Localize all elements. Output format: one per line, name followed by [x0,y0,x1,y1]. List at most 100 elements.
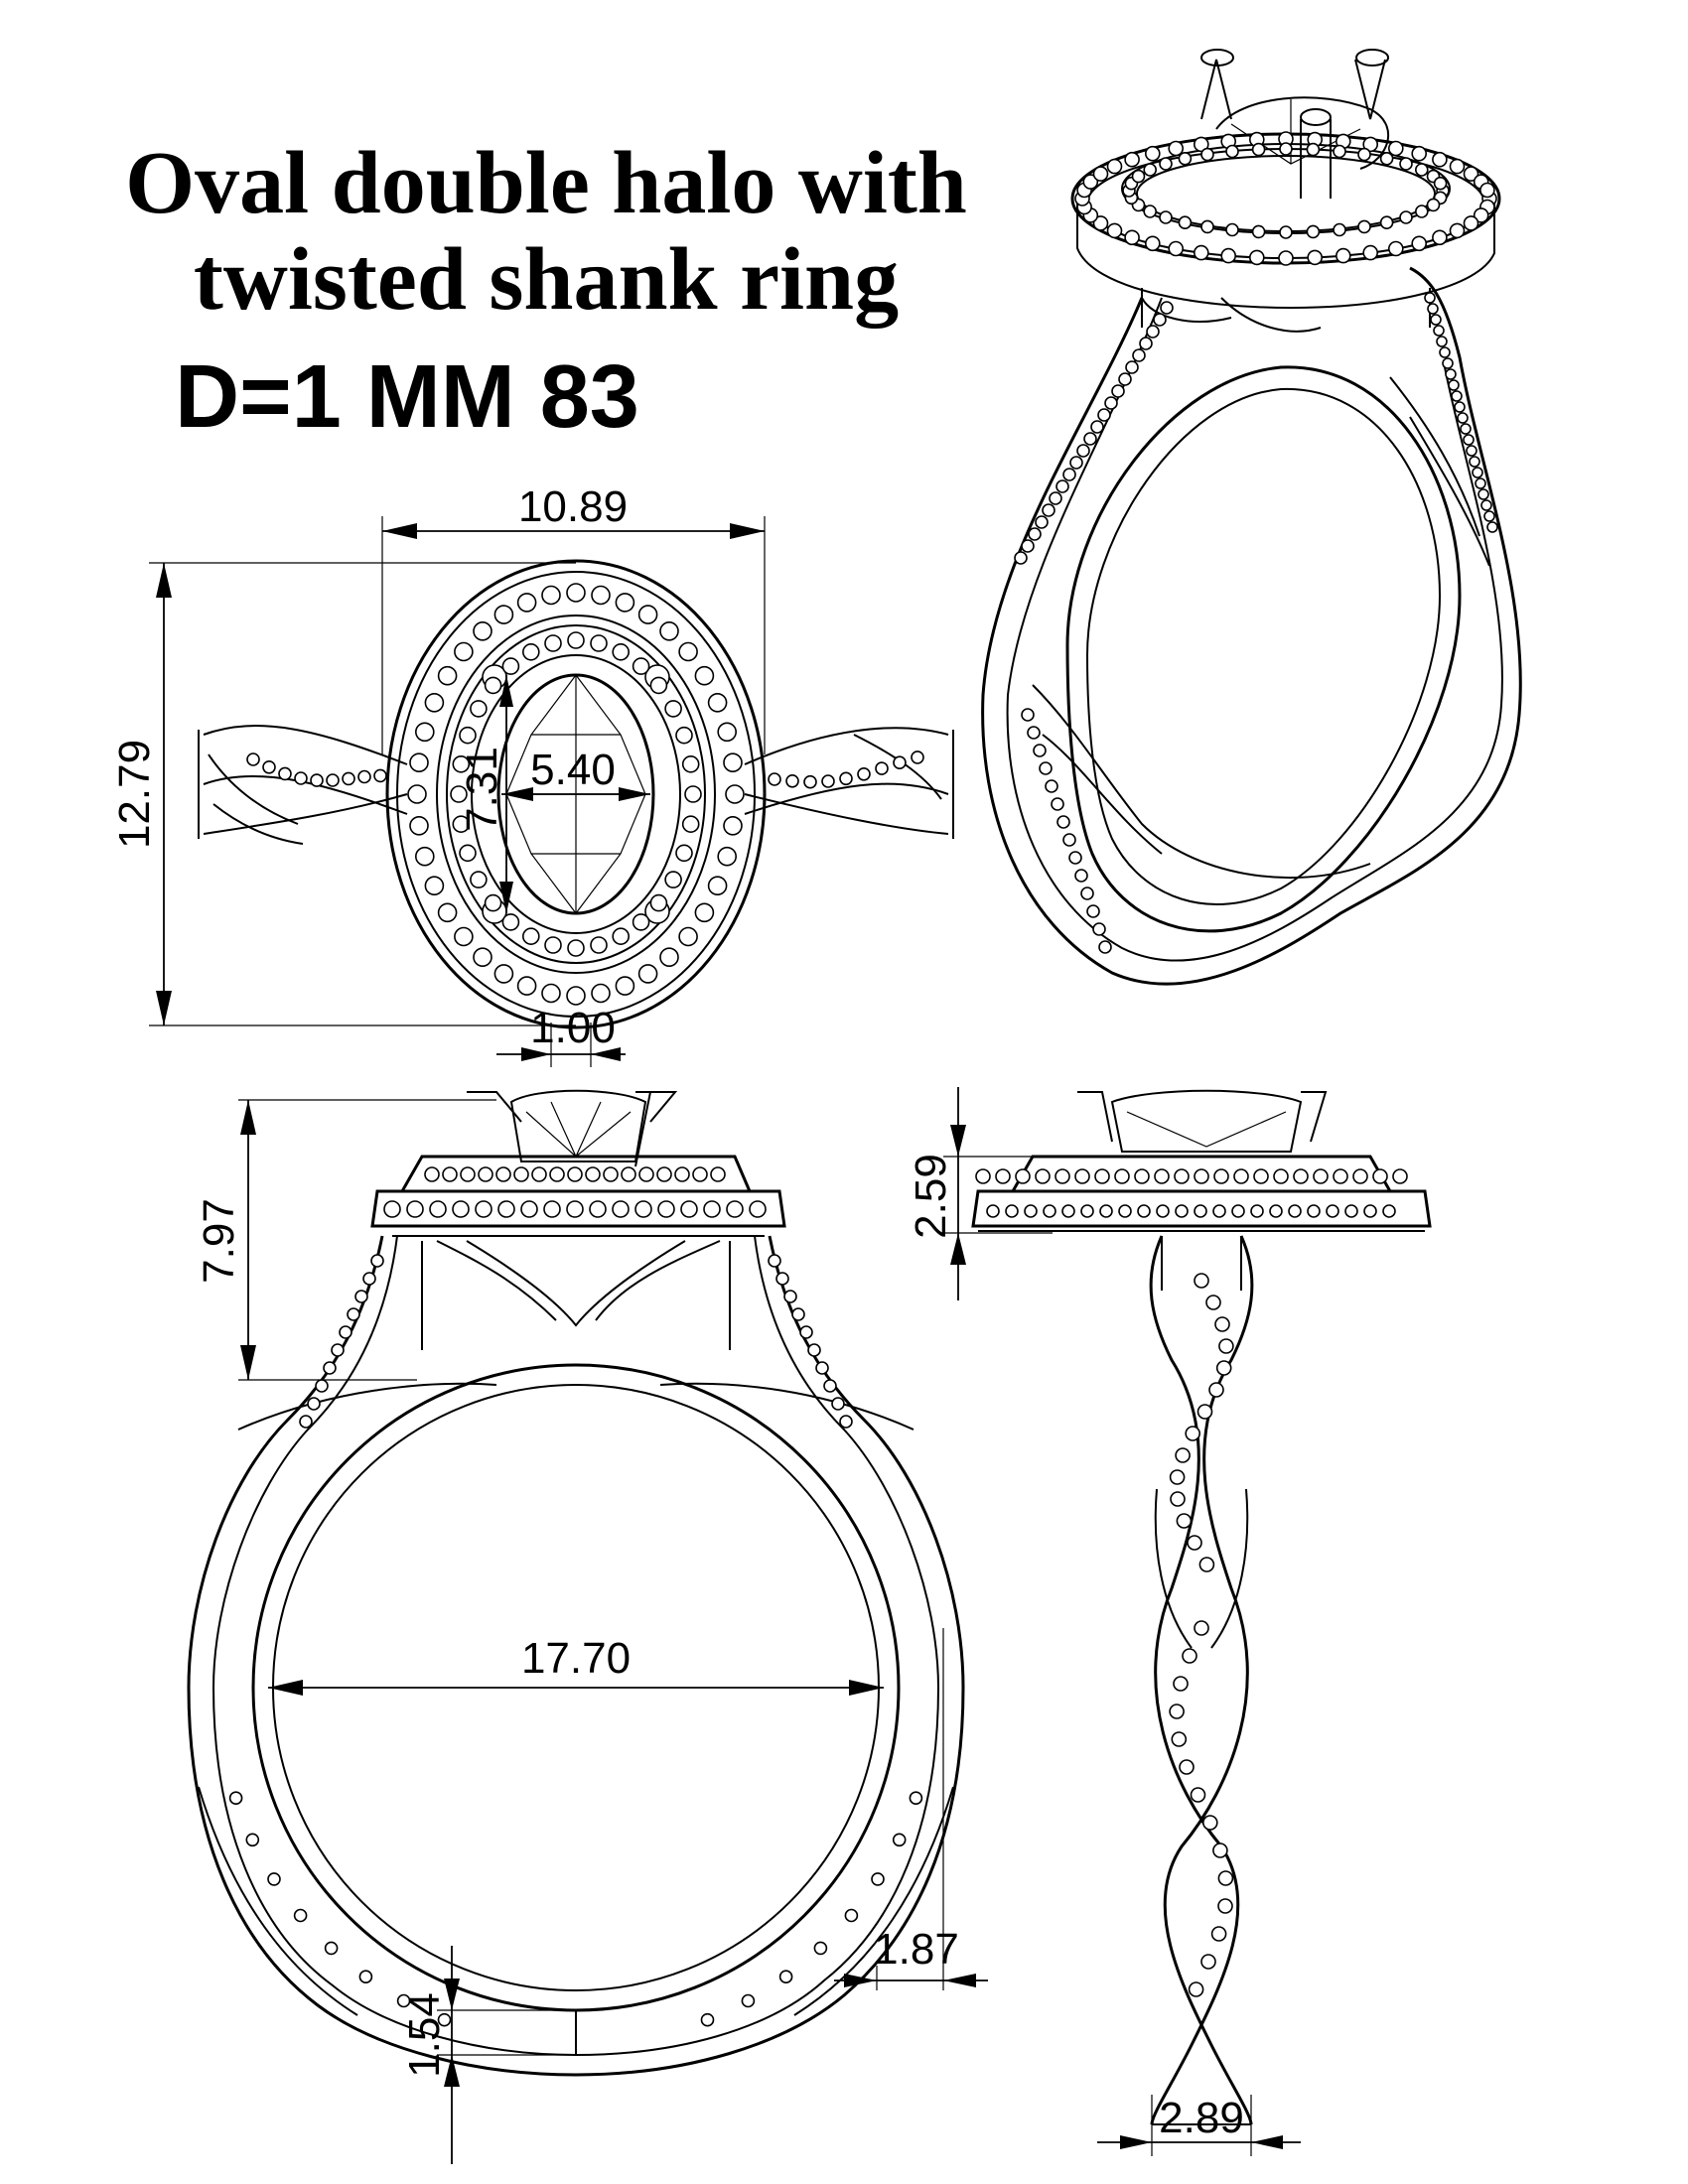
pave-stone [1098,940,1112,954]
pave-stone [823,1379,837,1393]
pave-stone [675,726,693,745]
pave-stone [591,585,611,606]
pave-stone [749,1200,767,1218]
pave-stone [1449,158,1466,175]
pave-stone [684,785,702,803]
pave-stone [615,593,635,613]
pave-stone [995,1168,1011,1184]
pave-stone [1215,1360,1232,1376]
pave-stone [1086,904,1100,918]
pave-stone [638,1166,654,1182]
pave-stone [589,1200,607,1218]
pave-stone [621,1166,636,1182]
pave-stone [700,2012,715,2027]
pave-stone [612,927,631,946]
pave-stone [656,1166,672,1182]
pave-stone [1253,1168,1269,1184]
pave-stone [1055,1168,1070,1184]
pave-stone [566,583,586,603]
pave-stone [473,947,492,968]
pave-stone [1399,157,1413,171]
dim-center-length: 7.31 [458,747,506,832]
pave-stone [692,1166,708,1182]
pave-stone [1436,336,1448,347]
pave-stone [1090,420,1104,434]
pave-stone [1146,325,1160,339]
pave-stone [246,752,260,766]
pave-stone [911,751,924,764]
pave-stone [324,1941,339,1956]
pave-stone [723,752,743,773]
pave-stone [424,692,445,713]
pave-stone [1159,210,1173,224]
pave-stone [307,1397,321,1411]
pave-stone [1080,1204,1094,1218]
pave-stone [543,1200,561,1218]
pave-stone [294,771,308,785]
dim-top-height: 12.79 [110,740,159,849]
pave-stone [1479,182,1495,199]
pave-stone [478,1166,493,1182]
pave-stone [513,1166,529,1182]
pave-stone [1178,152,1193,166]
pave-stone [1061,1204,1075,1218]
pave-stone [1357,147,1371,162]
pave-stone [1200,219,1214,234]
pave-stone [1469,456,1480,468]
pave-stone [1251,224,1266,239]
pave-stone [1399,210,1413,224]
pave-stone [585,1166,601,1182]
pave-stone [1137,1204,1151,1218]
pave-stone [493,605,514,624]
pave-stone [1217,1870,1234,1886]
pave-stone [986,1204,1000,1218]
pave-stone [703,1200,721,1218]
pave-stone [1427,303,1439,315]
pave-stone [1273,1168,1289,1184]
pave-stone [262,759,276,774]
pave-stone [1200,147,1214,162]
pave-stone [892,1833,907,1847]
pave-stone [1392,1168,1408,1184]
pave-stone [1213,1168,1229,1184]
pave-stone [707,692,728,713]
pave-stone [362,1272,376,1286]
pave-stone [799,1325,813,1339]
pave-stone [1433,325,1445,337]
pave-stone [1463,434,1475,446]
pave-stone [678,926,698,947]
dim-shank-thickness-bottom: 1.54 [400,1992,449,2078]
pave-stone [1056,815,1070,829]
pave-stone [590,936,608,954]
pave-stone [541,585,561,606]
pave-stone [1076,444,1090,458]
pave-stone [278,766,292,781]
pave-stone [459,726,477,745]
pave-stone [1114,1168,1130,1184]
pave-stone [1449,222,1466,239]
pave-stone [839,1415,853,1429]
pave-stone [501,913,520,931]
pave-stone [1188,1981,1204,1997]
pave-stone [831,1397,845,1411]
pave-stone [1173,1676,1189,1692]
pave-stone [664,700,682,718]
pave-stone [424,1166,440,1182]
pave-stone [1212,1204,1226,1218]
pave-stone [659,620,679,641]
pave-stone [1014,551,1028,565]
pave-stone [1411,145,1427,162]
pave-stone [778,1970,793,1983]
pave-stone [815,1361,829,1375]
pave-stone [521,927,540,946]
pave-stone [1187,1535,1202,1551]
pave-stone [1145,145,1161,162]
pave-stone [1194,1204,1207,1218]
pave-stone [1039,761,1053,775]
pave-stone [1194,1168,1209,1184]
pave-stone [437,665,458,686]
pave-stone [1143,205,1157,218]
perspective-view [981,49,1522,986]
pave-stone [637,605,658,624]
pave-stone [567,1166,583,1182]
